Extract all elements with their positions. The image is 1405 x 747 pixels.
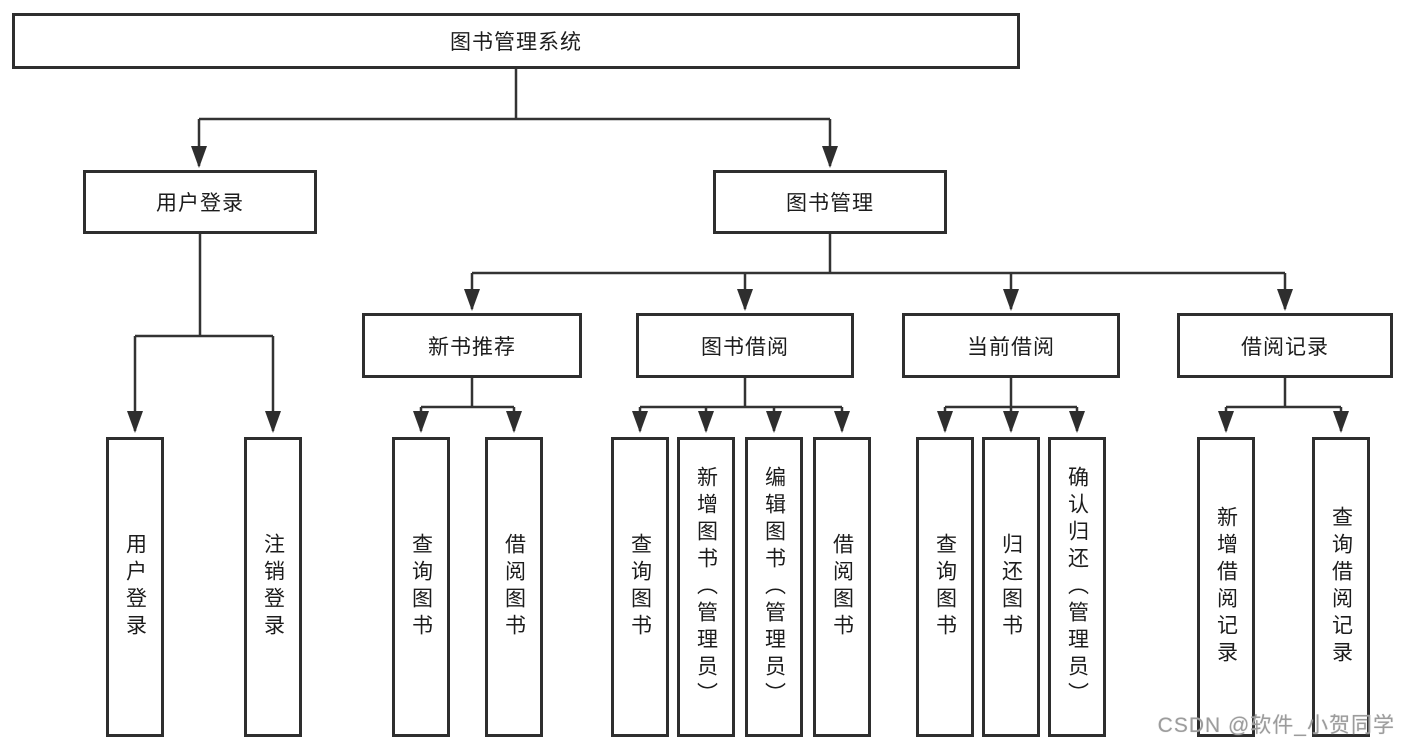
leaf-borrow-book: 借阅图书 [813,437,871,737]
leaf-return-book: 归还图书 [982,437,1040,737]
node-current-borrow: 当前借阅 [902,313,1120,378]
leaf-query-borrow-record-label: 查询借阅记录 [1329,506,1353,668]
leaf-confirm-return-admin: 确认归还（管理员） [1048,437,1106,737]
node-borrow-records: 借阅记录 [1177,313,1393,378]
leaf-add-borrow-record-label: 新增借阅记录 [1214,506,1238,668]
node-book-borrow: 图书借阅 [636,313,854,378]
leaf-add-borrow-record: 新增借阅记录 [1197,437,1255,737]
node-new-book-recommend: 新书推荐 [362,313,582,378]
leaf-recommend-borrow-book-label: 借阅图书 [502,533,526,641]
node-book-management: 图书管理 [713,170,947,234]
leaf-add-book-admin: 新增图书（管理员） [677,437,735,737]
leaf-borrow-query-book-label: 查询图书 [628,533,652,641]
leaf-edit-book-admin: 编辑图书（管理员） [745,437,803,737]
leaf-recommend-query-book-label: 查询图书 [409,533,433,641]
leaf-return-book-label: 归还图书 [999,533,1023,641]
leaf-recommend-query-book: 查询图书 [392,437,450,737]
leaf-logout: 注销登录 [244,437,302,737]
leaf-user-login: 用户登录 [106,437,164,737]
leaf-edit-book-admin-label: 编辑图书（管理员） [762,465,786,709]
csdn-watermark: CSDN @软件_小贺同学 [1157,714,1395,737]
leaf-add-book-admin-label: 新增图书（管理员） [694,465,718,709]
leaf-borrow-query-book: 查询图书 [611,437,669,737]
leaf-recommend-borrow-book: 借阅图书 [485,437,543,737]
leaf-logout-label: 注销登录 [261,533,285,641]
leaf-query-borrow-record: 查询借阅记录 [1312,437,1370,737]
leaf-current-query-book-label: 查询图书 [933,533,957,641]
leaf-confirm-return-admin-label: 确认归还（管理员） [1065,465,1089,709]
node-user-login: 用户登录 [83,170,317,234]
node-system-root: 图书管理系统 [12,13,1020,69]
leaf-borrow-book-label: 借阅图书 [830,533,854,641]
leaf-current-query-book: 查询图书 [916,437,974,737]
leaf-user-login-label: 用户登录 [123,533,147,641]
